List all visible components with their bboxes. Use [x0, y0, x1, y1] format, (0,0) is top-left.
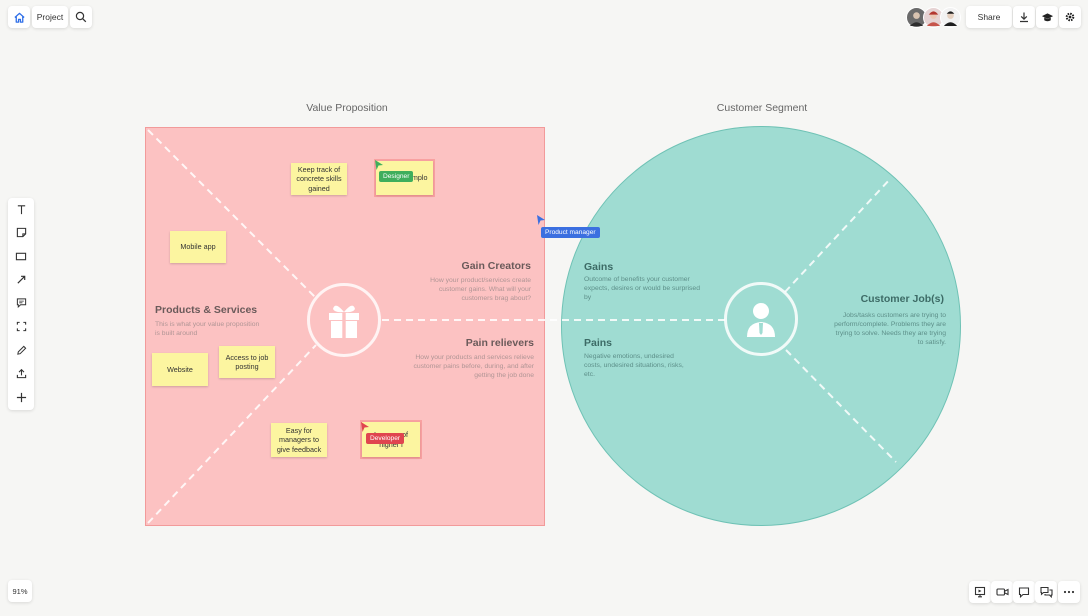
- gain-creators-heading: Gain Creators: [461, 260, 531, 272]
- chat-icon: [1039, 586, 1053, 598]
- developer-cursor-label: Developer: [366, 433, 405, 444]
- settings-button[interactable]: [1059, 6, 1081, 28]
- comments-button[interactable]: [1013, 581, 1035, 603]
- frame-icon: [16, 321, 27, 332]
- pain-relievers-description: How your products and services relieve c…: [413, 354, 534, 379]
- gift-badge: [307, 283, 381, 357]
- pen-icon: [16, 345, 27, 356]
- comment-icon: [1018, 586, 1030, 598]
- project-label: Project: [36, 12, 64, 22]
- gains-description: Outcome of benefits your customer expect…: [584, 276, 700, 301]
- avatar[interactable]: [940, 7, 961, 28]
- video-icon: [995, 586, 1009, 598]
- pains-heading: Pains: [584, 337, 613, 349]
- customer-jobs-heading: Customer Job(s): [860, 293, 944, 305]
- arrow-icon: [16, 274, 27, 285]
- pains-description: Negative emotions, undesired costs, unde…: [584, 353, 684, 378]
- customer-segment-title: Customer Segment: [716, 102, 808, 114]
- tool-palette: [8, 198, 34, 410]
- frame-tool[interactable]: [11, 316, 31, 336]
- comment-icon: [16, 297, 27, 308]
- download-icon: [1018, 11, 1030, 23]
- sticky-note-tool[interactable]: [11, 222, 31, 242]
- product-manager-cursor-label: Product manager: [541, 227, 600, 238]
- more-options-button[interactable]: [1058, 581, 1080, 603]
- share-label: Share: [977, 12, 1001, 22]
- pen-tool[interactable]: [11, 340, 31, 360]
- gains-heading: Gains: [584, 261, 614, 273]
- products-services-heading: Products & Services: [155, 304, 258, 316]
- value-proposition-title: Value Proposition: [306, 102, 388, 114]
- rectangle-icon: [15, 251, 27, 262]
- designer-cursor-icon: [375, 160, 383, 170]
- zoom-level: 91%: [12, 586, 28, 596]
- search-button[interactable]: [70, 6, 92, 28]
- gain-creators-description: How your product/services create custome…: [430, 277, 531, 302]
- sticky-note[interactable]: Keep track of concrete skills gained: [291, 163, 347, 195]
- text-icon: [16, 204, 27, 215]
- more-icon: [1063, 590, 1075, 594]
- sticky-note[interactable]: Access to job posting: [219, 346, 275, 378]
- plus-icon: [16, 392, 27, 403]
- sticky-note[interactable]: Easy for managers to give feedback: [271, 423, 327, 457]
- designer-cursor-label: Designer: [379, 171, 414, 182]
- home-button[interactable]: [8, 6, 30, 28]
- connection-line-tool[interactable]: [11, 269, 31, 289]
- project-button[interactable]: Project: [32, 6, 68, 28]
- gear-icon: [1064, 11, 1076, 23]
- product-manager-cursor-icon: [537, 215, 545, 225]
- search-icon: [75, 11, 87, 23]
- download-button[interactable]: [1013, 6, 1035, 28]
- collaborator-avatars[interactable]: [906, 6, 962, 28]
- upload-icon: [16, 368, 27, 379]
- text-tool[interactable]: [11, 199, 31, 219]
- home-icon: [13, 11, 26, 24]
- comment-tool[interactable]: [11, 292, 31, 312]
- more-tools[interactable]: [11, 387, 31, 407]
- chat-button[interactable]: [1035, 581, 1057, 603]
- shape-tool[interactable]: [11, 246, 31, 266]
- pain-relievers-heading: Pain relievers: [465, 337, 534, 349]
- sticky-note-icon: [16, 227, 27, 238]
- products-services-description: This is what your value proposition is b…: [155, 321, 260, 337]
- user-icon: [739, 297, 783, 341]
- customer-jobs-description: Jobs/tasks customers are trying to perfo…: [834, 312, 946, 346]
- customer-badge: [724, 282, 798, 356]
- gift-icon: [323, 299, 365, 341]
- presentation-icon: [974, 586, 986, 598]
- avatar[interactable]: [906, 7, 927, 28]
- video-call-button[interactable]: [991, 581, 1013, 603]
- sticky-note[interactable]: Website: [152, 353, 208, 386]
- share-button[interactable]: Share: [966, 6, 1012, 28]
- learn-button[interactable]: [1036, 6, 1058, 28]
- zoom-level-button[interactable]: 91%: [8, 580, 32, 602]
- developer-cursor-icon: [361, 422, 369, 432]
- presentation-button[interactable]: [969, 581, 991, 603]
- sticky-note[interactable]: Mobile app: [170, 231, 226, 263]
- upload-tool[interactable]: [11, 363, 31, 383]
- graduation-cap-icon: [1041, 11, 1054, 24]
